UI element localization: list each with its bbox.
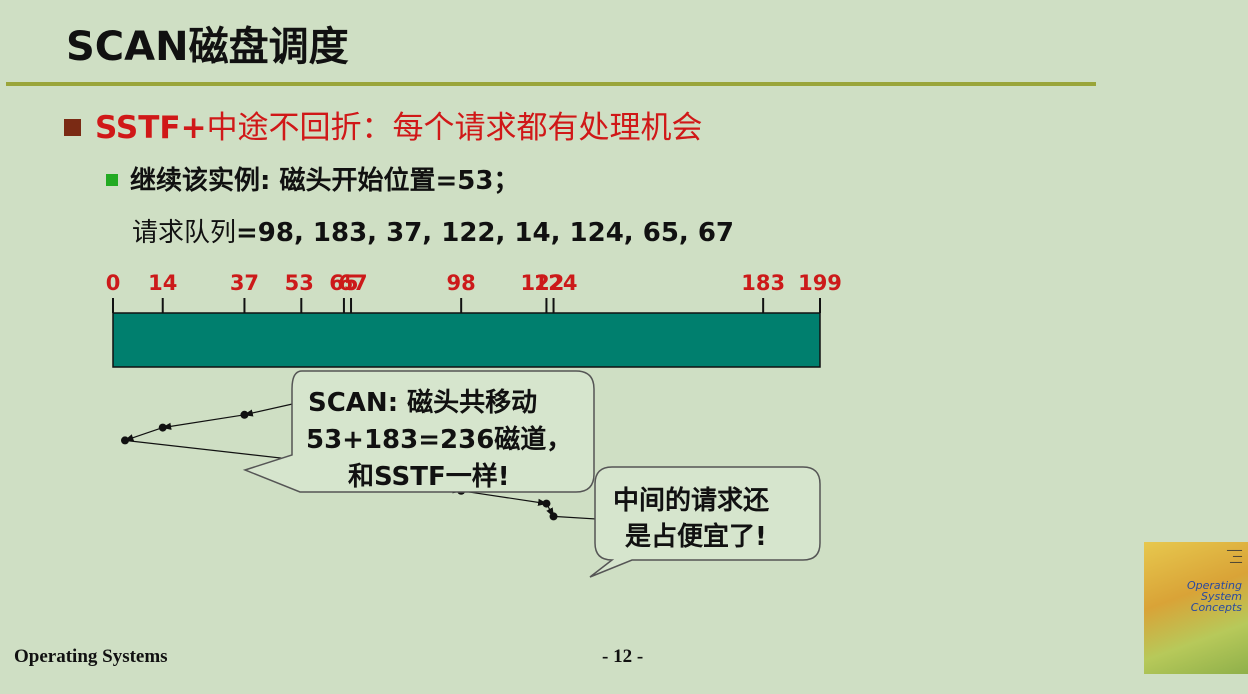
head-path-segment bbox=[123, 427, 163, 442]
bullet-main-text: 中途不回折：每个请求都有处理机会 bbox=[206, 110, 703, 146]
callout-scan-line3: 和SSTF一样! bbox=[348, 462, 510, 492]
track-tick-label-183: 183 bbox=[741, 271, 786, 295]
track-tick-label-37: 37 bbox=[229, 271, 260, 295]
callout-middle-line1: 中间的请求还 bbox=[613, 486, 770, 516]
book-title-line1: Operating bbox=[1187, 579, 1242, 592]
title-divider bbox=[6, 82, 1096, 86]
book-title: Operating System Concepts bbox=[1187, 580, 1242, 613]
head-path-segment bbox=[461, 490, 548, 506]
book-title-line3: Concepts bbox=[1190, 601, 1242, 614]
callout-bubble-middle bbox=[589, 466, 821, 578]
callout-scan-line1: SCAN: 磁头共移动 bbox=[308, 388, 538, 418]
head-path-point-37 bbox=[240, 410, 249, 419]
track-tick-label-98: 98 bbox=[446, 271, 476, 295]
track-tick-label-0: 0 bbox=[105, 271, 121, 295]
bullet-sub: 继续该实例: 磁头开始位置=53； bbox=[106, 160, 519, 197]
slide-title: SCAN磁盘调度 bbox=[66, 24, 349, 70]
footer-course-title: Operating Systems bbox=[14, 646, 168, 667]
head-path-segment bbox=[161, 414, 245, 430]
disk-track-bar bbox=[112, 312, 821, 368]
request-queue-values: =98, 183, 37, 122, 14, 124, 65, 67 bbox=[236, 218, 735, 248]
track-tick-label-124: 124 bbox=[533, 271, 578, 295]
bullet-sub-square-icon bbox=[106, 173, 118, 186]
book-cover-logo: ━━━━━━━━━━━━ Operating System Concepts bbox=[1144, 542, 1248, 674]
request-queue-label: 请求队列 bbox=[132, 218, 237, 248]
track-tick-label-53: 53 bbox=[284, 271, 314, 295]
book-author-lines: ━━━━━━━━━━━━ bbox=[1226, 548, 1242, 566]
track-tick-label-65: 65 bbox=[329, 271, 359, 295]
callout-scan-line2: 53+183=236磁道， bbox=[306, 425, 573, 455]
callout-middle-line2: 是占便宜了! bbox=[625, 522, 767, 552]
head-path-point-122 bbox=[542, 499, 551, 508]
track-ticks bbox=[112, 298, 821, 313]
book-title-line2: System bbox=[1200, 590, 1242, 603]
request-queue: 请求队列=98, 183, 37, 122, 14, 124, 65, 67 bbox=[132, 212, 734, 249]
bullet-main: SSTF+中途不回折：每个请求都有处理机会 bbox=[64, 102, 703, 147]
bullet-sub-text: 继续该实例: 磁头开始位置=53； bbox=[130, 166, 520, 196]
bullet-main-bold: SSTF+ bbox=[95, 110, 207, 146]
footer-page-number: - 12 - bbox=[602, 646, 644, 667]
callout-bubble-scan bbox=[242, 370, 595, 493]
bullet-square-icon bbox=[64, 119, 81, 136]
head-path-point-0 bbox=[121, 436, 129, 445]
track-tick-label-122: 122 bbox=[520, 271, 565, 295]
track-tick-label-14: 14 bbox=[148, 271, 178, 295]
track-tick-label-199: 199 bbox=[798, 271, 842, 295]
track-tick-label-67: 67 bbox=[338, 271, 368, 295]
head-path-point-14 bbox=[158, 423, 167, 432]
head-path-point-124 bbox=[549, 512, 558, 521]
